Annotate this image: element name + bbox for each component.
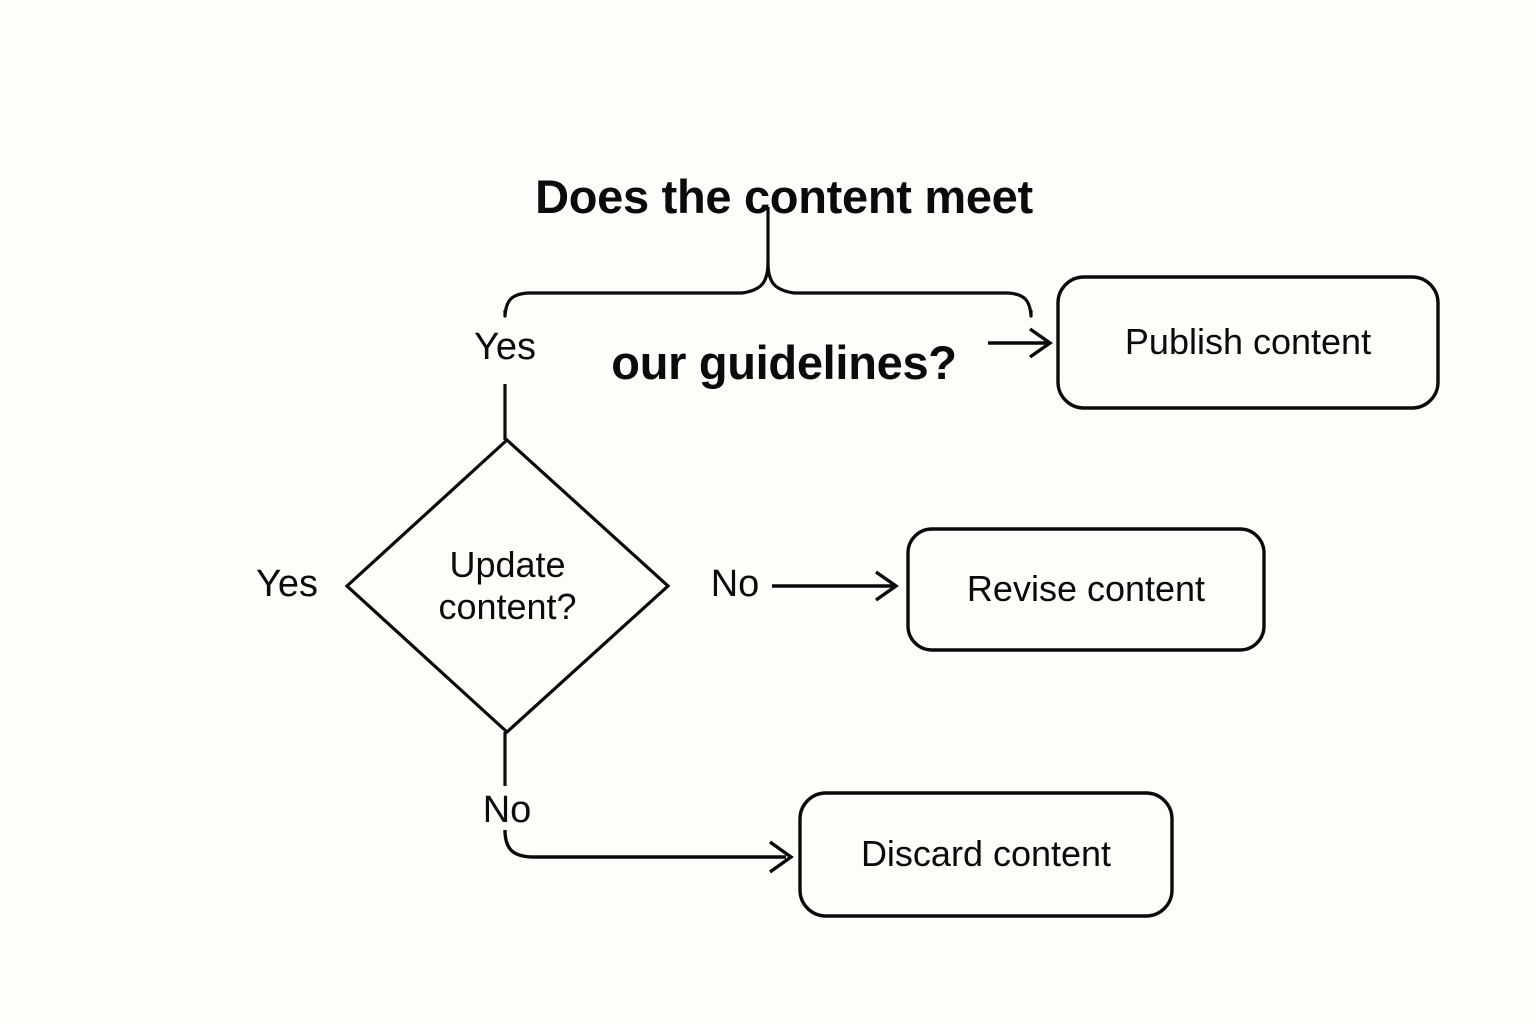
node-revise-label: Revise content	[966, 568, 1206, 610]
node-publish-label: Publish content	[1124, 321, 1372, 363]
node-update-label-line-1: Update	[449, 543, 566, 585]
node-update[interactable]: Update content?	[347, 440, 668, 732]
edge-arrow-to-discard-line	[503, 829, 786, 859]
page-title: Does the content meet our guidelines?	[384, 58, 1184, 502]
node-revise-box[interactable]	[906, 527, 1266, 652]
edge-label-yes-left: Yes	[256, 563, 318, 605]
edge-label-no-right: No	[710, 563, 760, 605]
edge-root-split-left	[503, 261, 770, 318]
edge-arrow-to-discard-head	[769, 840, 794, 874]
edge-label-no-bottom: No	[482, 789, 532, 831]
node-publish-box[interactable]	[1056, 275, 1440, 410]
node-update-label-line-2: content?	[438, 586, 577, 627]
node-publish[interactable]: Publish content	[1058, 277, 1438, 408]
node-discard-label: Discard content	[860, 833, 1112, 875]
edge-root-split-right	[766, 261, 1033, 318]
node-discard-box[interactable]	[798, 791, 1174, 918]
node-discard[interactable]: Discard content	[800, 793, 1172, 916]
node-revise[interactable]: Revise content	[908, 529, 1264, 650]
edge-arrow-to-revise-head	[875, 570, 899, 602]
node-update-diamond[interactable]	[344, 437, 671, 735]
edge-arrow-to-publish-head	[1029, 327, 1053, 359]
edge-label-yes-top: Yes	[474, 326, 536, 368]
page-title-line-2: our guidelines?	[611, 336, 957, 390]
page-title-line-1: Does the content meet	[535, 169, 1033, 223]
